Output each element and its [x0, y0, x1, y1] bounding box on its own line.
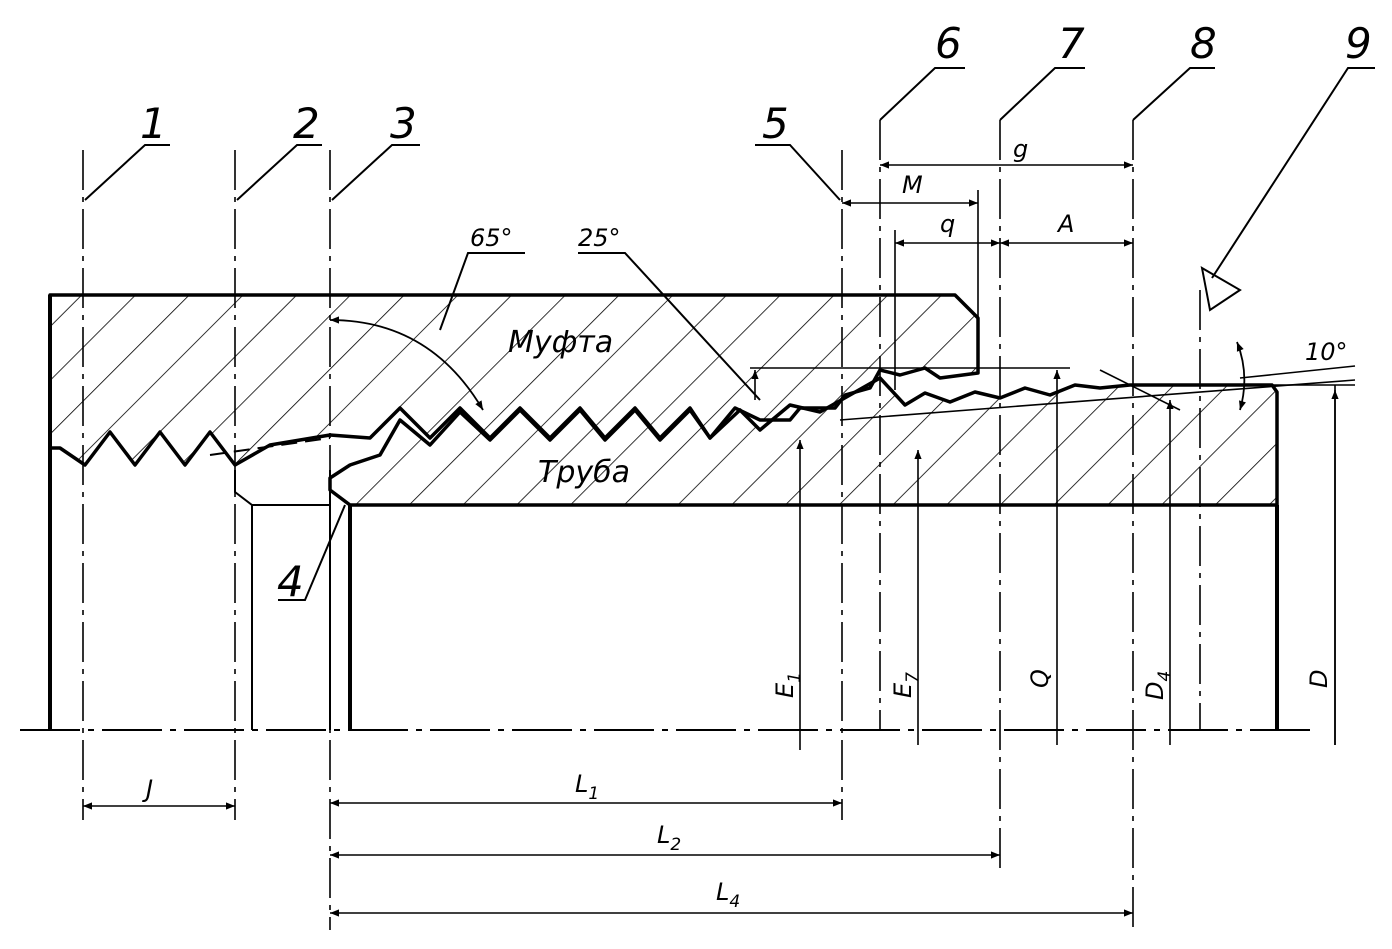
- coupling-section: [48, 293, 980, 467]
- angle-65-label: 65°: [470, 224, 513, 252]
- dim-L4-label: L4: [716, 878, 740, 912]
- diam-D-label: D: [1305, 670, 1333, 688]
- coupling-label: Муфта: [508, 325, 613, 360]
- callout-1: 1: [140, 99, 167, 148]
- diam-Q-label: Q: [1026, 669, 1054, 688]
- dim-q-label: q: [940, 210, 955, 238]
- dim-M-label: M: [902, 171, 923, 199]
- callout-6: 6: [935, 19, 962, 68]
- callout-8: 8: [1190, 19, 1217, 68]
- dim-J-label: J: [142, 775, 153, 803]
- callout-2: 2: [293, 99, 320, 148]
- callout-7: 7: [1058, 19, 1085, 68]
- callout-3: 3: [390, 99, 417, 148]
- dim-L2-label: L2: [657, 821, 681, 855]
- dim-A-label: A: [1056, 210, 1074, 238]
- diam-D4-label: D4: [1141, 671, 1175, 700]
- dim-L1-label: L1: [575, 770, 599, 804]
- pipe-label: Труба: [538, 455, 630, 490]
- diam-E1-label: E1: [771, 672, 805, 698]
- callout-9: 9: [1345, 19, 1372, 68]
- dim-g-label: g: [1013, 135, 1028, 163]
- angle-25-label: 25°: [578, 224, 621, 252]
- callout-5: 5: [762, 99, 789, 148]
- callout-4: 4: [277, 557, 304, 606]
- angle-10-label: 10°: [1305, 338, 1348, 366]
- diam-E7-label: E7: [889, 672, 923, 698]
